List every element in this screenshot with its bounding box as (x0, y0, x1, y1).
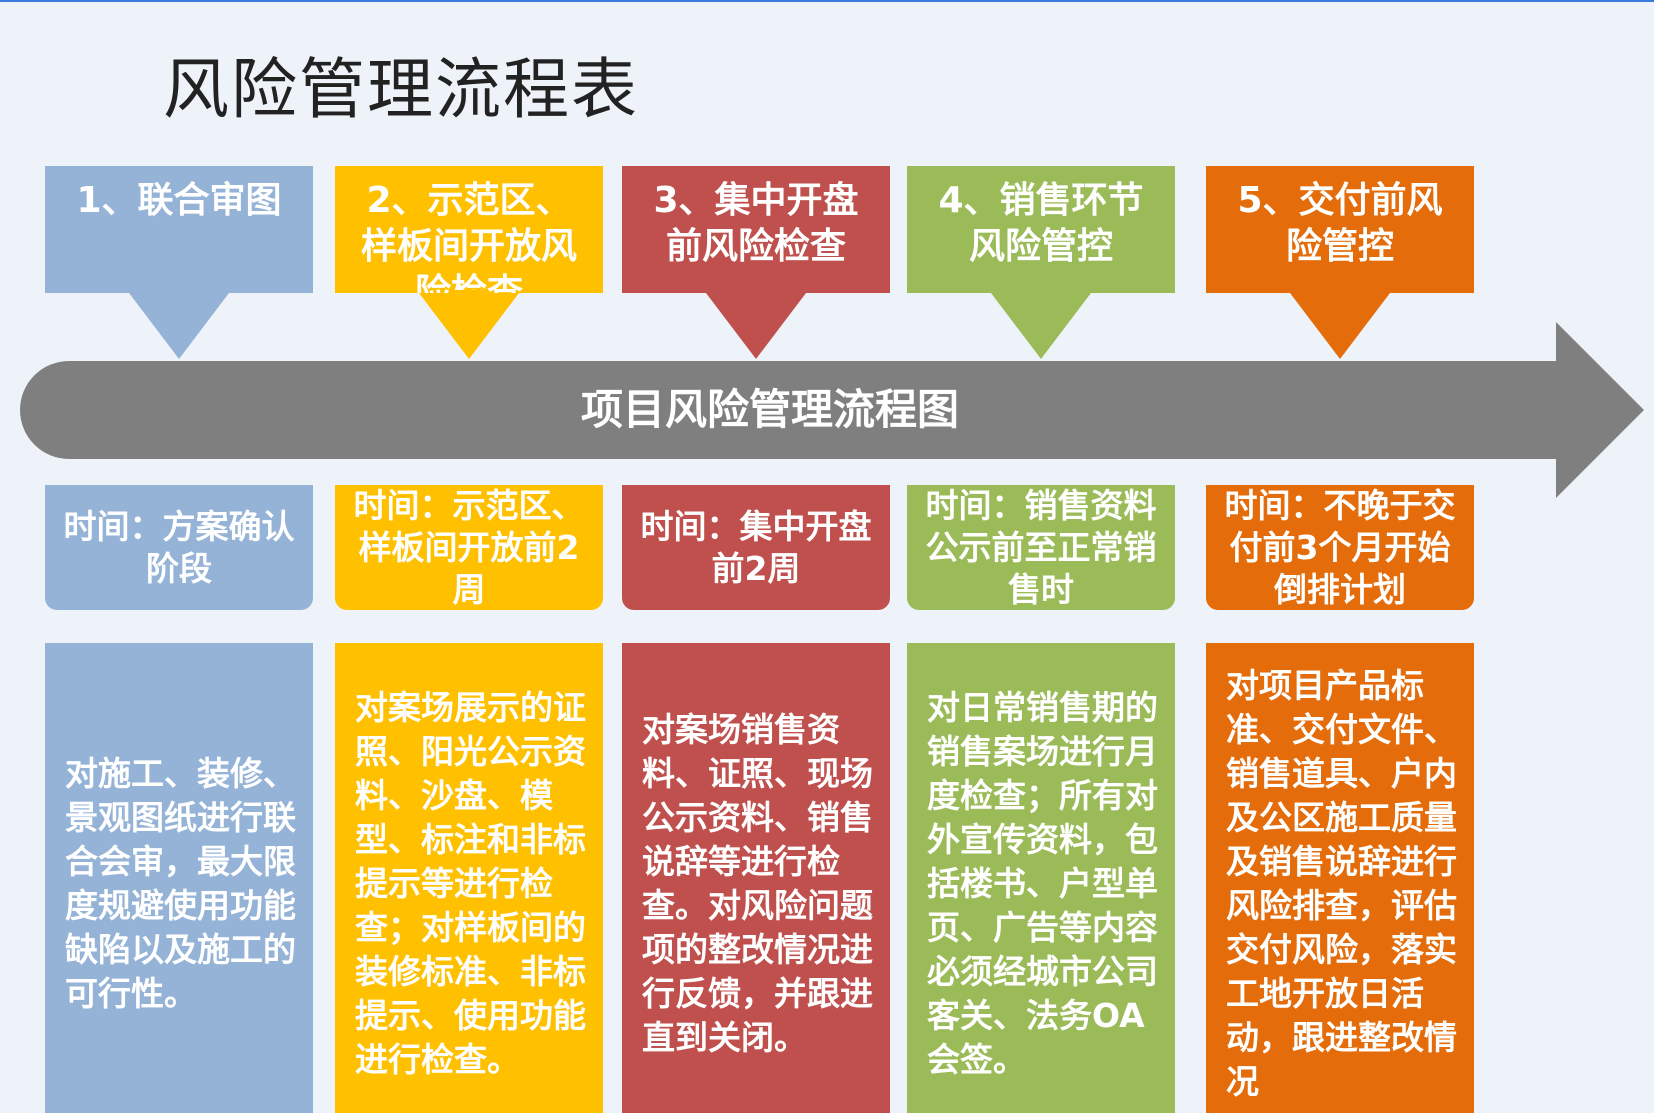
step-time-4: 时间：销售资料公示前至正常销售时 (907, 485, 1175, 610)
process-arrow-band (20, 361, 1560, 459)
step-time-1: 时间：方案确认阶段 (45, 485, 313, 610)
step-content-text: 对项目产品标准、交付文件、销售道具、户内及公区施工质量及销售说辞进行风险排查，评… (1226, 666, 1457, 1101)
step-time-5: 时间：不晚于交付前3个月开始倒排计划 (1206, 485, 1474, 610)
step-content-4: 对日常销售期的销售案场进行月度检查；所有对外宣传资料，包括楼书、户型单页、广告等… (907, 643, 1175, 1113)
step-content-text: 对案场展示的证照、阳光公示资料、沙盘、模型、标注和非标提示等进行检查；对样板间的… (355, 688, 586, 1079)
down-arrow-icon (129, 293, 229, 359)
step-content-2: 对案场展示的证照、阳光公示资料、沙盘、模型、标注和非标提示等进行检查；对样板间的… (335, 643, 603, 1113)
step-header-2: 2、示范区、样板间开放风险检查 (335, 166, 603, 293)
step-header-4: 4、销售环节风险管控 (907, 166, 1175, 293)
step-content-5: 对项目产品标准、交付文件、销售道具、户内及公区施工质量及销售说辞进行风险排查，评… (1206, 643, 1474, 1113)
step-content-text: 对案场销售资料、证照、现场公示资料、销售说辞等进行检查。对风险问题项的整改情况进… (642, 710, 873, 1057)
down-arrow-icon (419, 293, 519, 359)
step-time-2: 时间：示范区、样板间开放前2周 (335, 485, 603, 610)
step-header-5: 5、交付前风险管控 (1206, 166, 1474, 293)
down-arrow-icon (1290, 293, 1390, 359)
down-arrow-icon (991, 293, 1091, 359)
step-content-text: 对施工、装修、景观图纸进行联合会审，最大限度规避使用功能缺陷以及施工的可行性。 (65, 754, 296, 1013)
step-content-3: 对案场销售资料、证照、现场公示资料、销售说辞等进行检查。对风险问题项的整改情况进… (622, 643, 890, 1113)
process-arrow-label: 项目风险管理流程图 (580, 385, 959, 434)
step-header-1: 1、联合审图 (45, 166, 313, 293)
arrow-head-icon (1556, 322, 1644, 498)
step-content-text: 对日常销售期的销售案场进行月度检查；所有对外宣传资料，包括楼书、户型单页、广告等… (927, 688, 1158, 1079)
top-border (0, 0, 1654, 2)
down-arrow-icon (706, 293, 806, 359)
step-time-3: 时间：集中开盘前2周 (622, 485, 890, 610)
step-header-3: 3、集中开盘前风险检查 (622, 166, 890, 293)
step-content-1: 对施工、装修、景观图纸进行联合会审，最大限度规避使用功能缺陷以及施工的可行性。 (45, 643, 313, 1113)
page-title: 风险管理流程表 (163, 51, 639, 128)
